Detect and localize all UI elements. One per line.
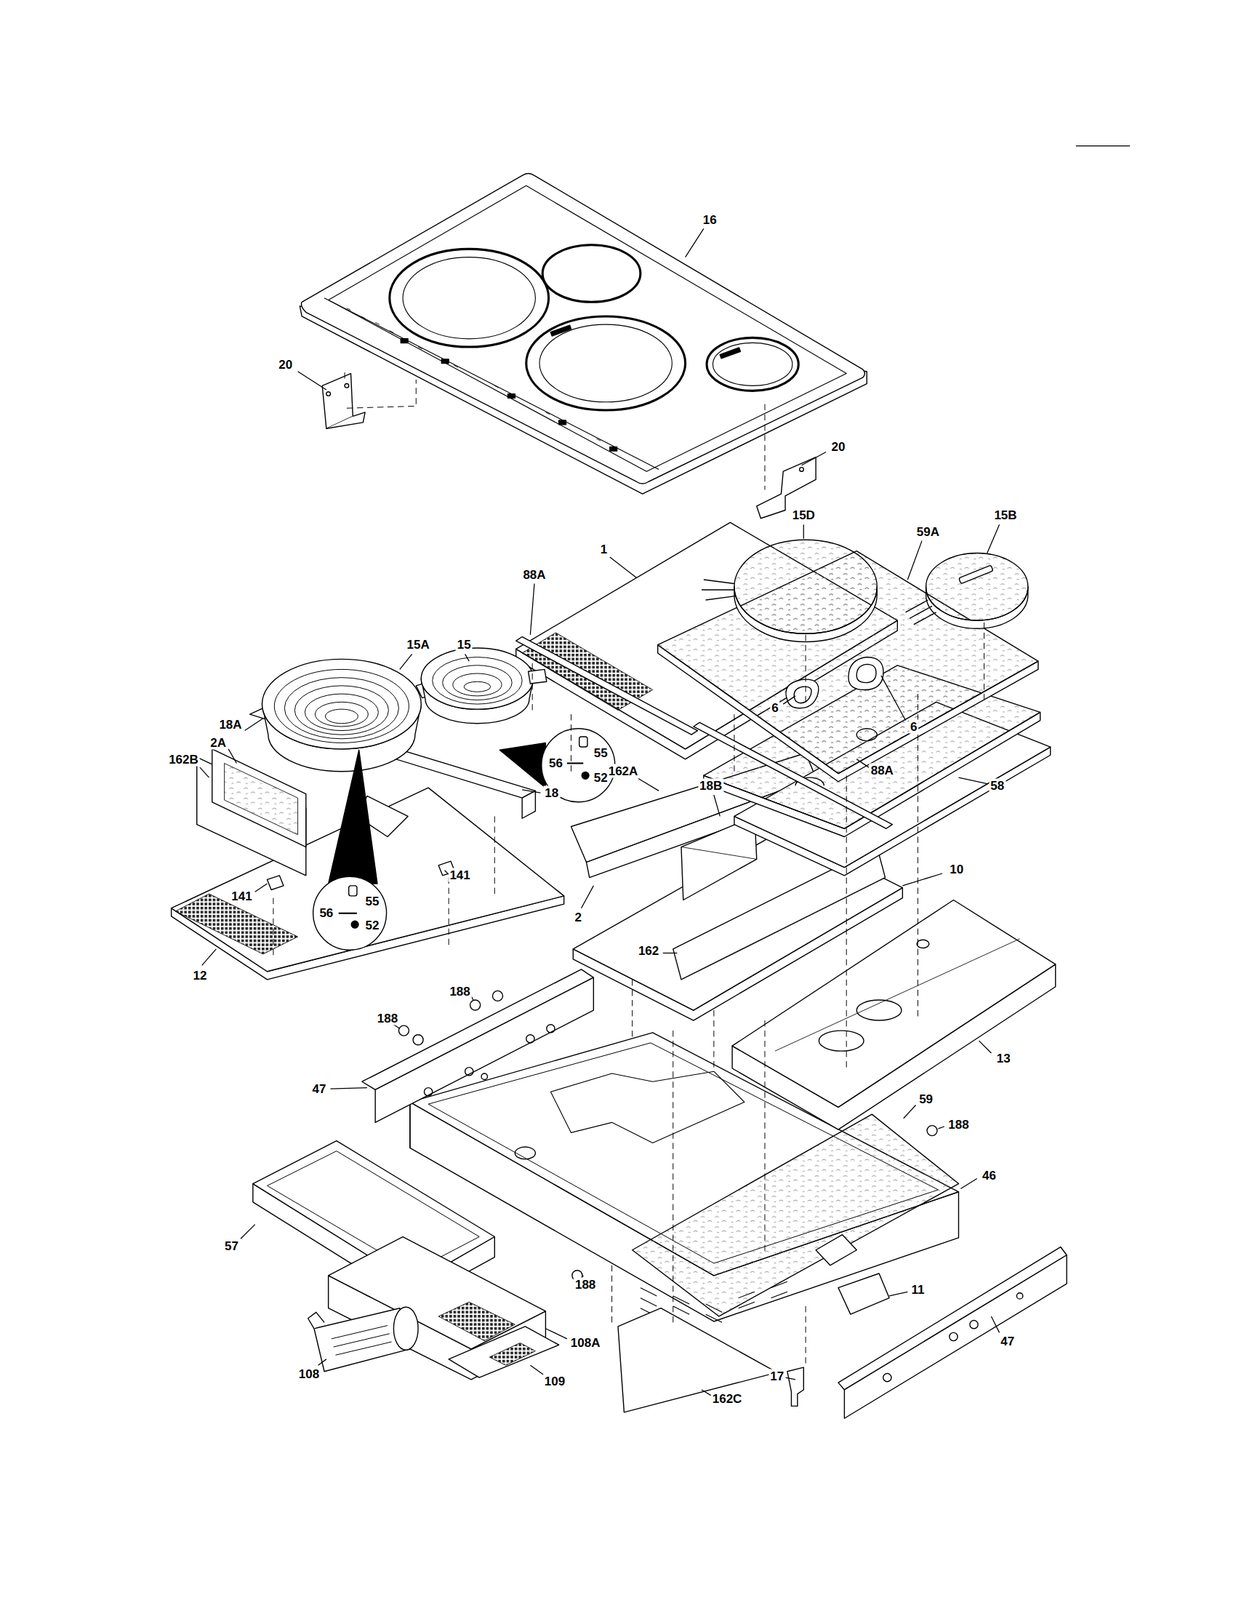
callout-number: 18	[543, 785, 560, 800]
callout-number: 88A	[869, 762, 896, 777]
callout-number: 17	[768, 1369, 786, 1383]
callout-number: 20	[830, 439, 848, 454]
callout-number: 13	[995, 1050, 1013, 1065]
callout-number: 20	[277, 356, 294, 371]
callout-number: 46	[980, 1167, 998, 1182]
callout-number: 188	[447, 984, 472, 999]
callout-number: 88A	[521, 567, 547, 581]
callout-number: 47	[311, 1081, 328, 1095]
callout-number: 162A	[607, 764, 640, 778]
callout-number: 52	[592, 769, 610, 784]
callout-number: 162B	[167, 751, 200, 766]
callout-number: 109	[543, 1374, 567, 1388]
callout-number: 47	[998, 1334, 1016, 1348]
callout-number: 108A	[569, 1334, 603, 1349]
callout-number: 6	[908, 719, 919, 733]
callout-number: 108	[297, 1366, 321, 1381]
callout-number: 15D	[791, 508, 817, 523]
callout-number: 18A	[217, 716, 243, 731]
callout-number: 16	[701, 212, 719, 227]
callout-number: 188	[573, 1276, 597, 1291]
callout-number: 10	[948, 862, 965, 877]
callout-number: 58	[988, 778, 1006, 793]
callout-number: 55	[363, 893, 381, 908]
callout-number: 15	[455, 637, 473, 652]
callout-number: 15B	[992, 508, 1018, 523]
callout-number: 52	[363, 918, 381, 933]
callout-number: 141	[447, 868, 472, 882]
callout-number: 1	[599, 541, 609, 556]
callout-number: 11	[909, 1281, 926, 1296]
callout-number: 15A	[404, 637, 431, 652]
callout-number: 55	[592, 745, 610, 760]
callout-number: 162C	[711, 1391, 744, 1406]
callout-number: 141	[229, 888, 254, 903]
callout-number: 18B	[697, 778, 724, 793]
callout-number: 188	[946, 1116, 970, 1131]
callout-number: 12	[191, 967, 208, 982]
callout-number: 2A	[208, 735, 228, 750]
callout-number: 59A	[915, 524, 941, 539]
callout-number: 188	[375, 1010, 400, 1025]
callout-number: 56	[547, 756, 565, 770]
callout-number: 56	[317, 905, 335, 920]
callout-number: 57	[223, 1238, 240, 1252]
callout-number: 59	[917, 1091, 935, 1106]
callout-number: 2	[573, 909, 584, 924]
callout-number: 162	[636, 943, 661, 958]
callout-number: 6	[769, 700, 780, 715]
